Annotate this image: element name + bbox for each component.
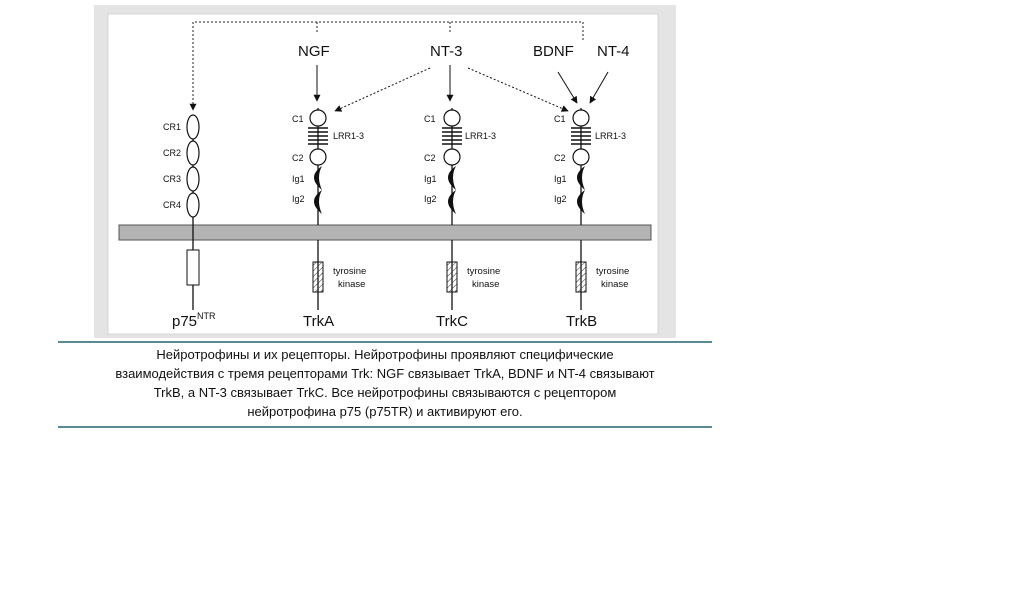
trka-c2-label: C2 <box>292 153 304 163</box>
trkc-ig1-label: Ig1 <box>424 174 437 184</box>
trkc-kinase-label-2: kinase <box>472 279 499 290</box>
trka-kinase-label-2: kinase <box>338 279 365 290</box>
receptor-label-trkc: TrkC <box>436 313 468 330</box>
cell-membrane <box>118 224 652 241</box>
figure-caption: Нейротрофины и их рецепторы. Нейротрофин… <box>58 345 712 421</box>
trkc-c1-label: C1 <box>424 114 436 124</box>
caption-line-3: TrkB, а NT-3 связывает TrkC. Все нейротр… <box>153 385 617 400</box>
trka-kinase-label-1: tyrosine <box>333 266 366 277</box>
trka-c1-label: C1 <box>292 114 304 124</box>
receptor-label-trkb: TrkB <box>566 313 597 330</box>
p75-cr2-label: CR2 <box>163 148 181 158</box>
ligand-ngf: NGF <box>298 43 330 60</box>
trka-ig1-label: Ig1 <box>292 174 305 184</box>
p75-cr4-label: CR4 <box>163 200 181 210</box>
trkc-ig2-label: Ig2 <box>424 194 437 204</box>
p75-label-superscript: NTR <box>197 311 216 321</box>
receptor-label-trka: TrkA <box>303 313 334 330</box>
ligand-nt4: NT-4 <box>597 43 630 60</box>
caption-bottom-rule <box>58 426 712 428</box>
figure-frame <box>107 13 659 335</box>
ligand-nt3: NT-3 <box>430 43 463 60</box>
p75-label-base: p75 <box>172 313 197 330</box>
caption-line-4: нейротрофина p75 (p75TR) и активируют ег… <box>247 404 523 419</box>
trkb-kinase-label-1: tyrosine <box>596 266 629 277</box>
trkb-ig1-label: Ig1 <box>554 174 567 184</box>
trkc-kinase-label-1: tyrosine <box>467 266 500 277</box>
caption-top-rule <box>58 341 712 343</box>
receptor-label-p75: p75NTR <box>172 311 216 330</box>
arrow-bdnf-trkb <box>557 71 578 104</box>
trkb-c1-label: C1 <box>554 114 566 124</box>
trkb-lrr-label: LRR1-3 <box>595 131 626 141</box>
p75-cr3-label: CR3 <box>163 174 181 184</box>
trka-lrr-label: LRR1-3 <box>333 131 364 141</box>
caption-line-1: Нейротрофины и их рецепторы. Нейротрофин… <box>156 347 614 362</box>
trkb-c2-label: C2 <box>554 153 566 163</box>
trkb-kinase-label-2: kinase <box>601 279 628 290</box>
arrow-nt3-trka <box>334 67 431 112</box>
p75-cr1-label: CR1 <box>163 122 181 132</box>
arrow-nt4-trkb <box>589 71 609 104</box>
p75-binding-bracket <box>189 21 584 111</box>
trkc-c2-label: C2 <box>424 153 436 163</box>
receptor-p75 <box>186 114 200 310</box>
trkc-lrr-label: LRR1-3 <box>465 131 496 141</box>
trkb-ig2-label: Ig2 <box>554 194 567 204</box>
ligand-bdnf: BDNF <box>533 43 574 60</box>
caption-line-2: взаимодействия с тремя рецепторами Trk: … <box>115 366 655 381</box>
trka-ig2-label: Ig2 <box>292 194 305 204</box>
